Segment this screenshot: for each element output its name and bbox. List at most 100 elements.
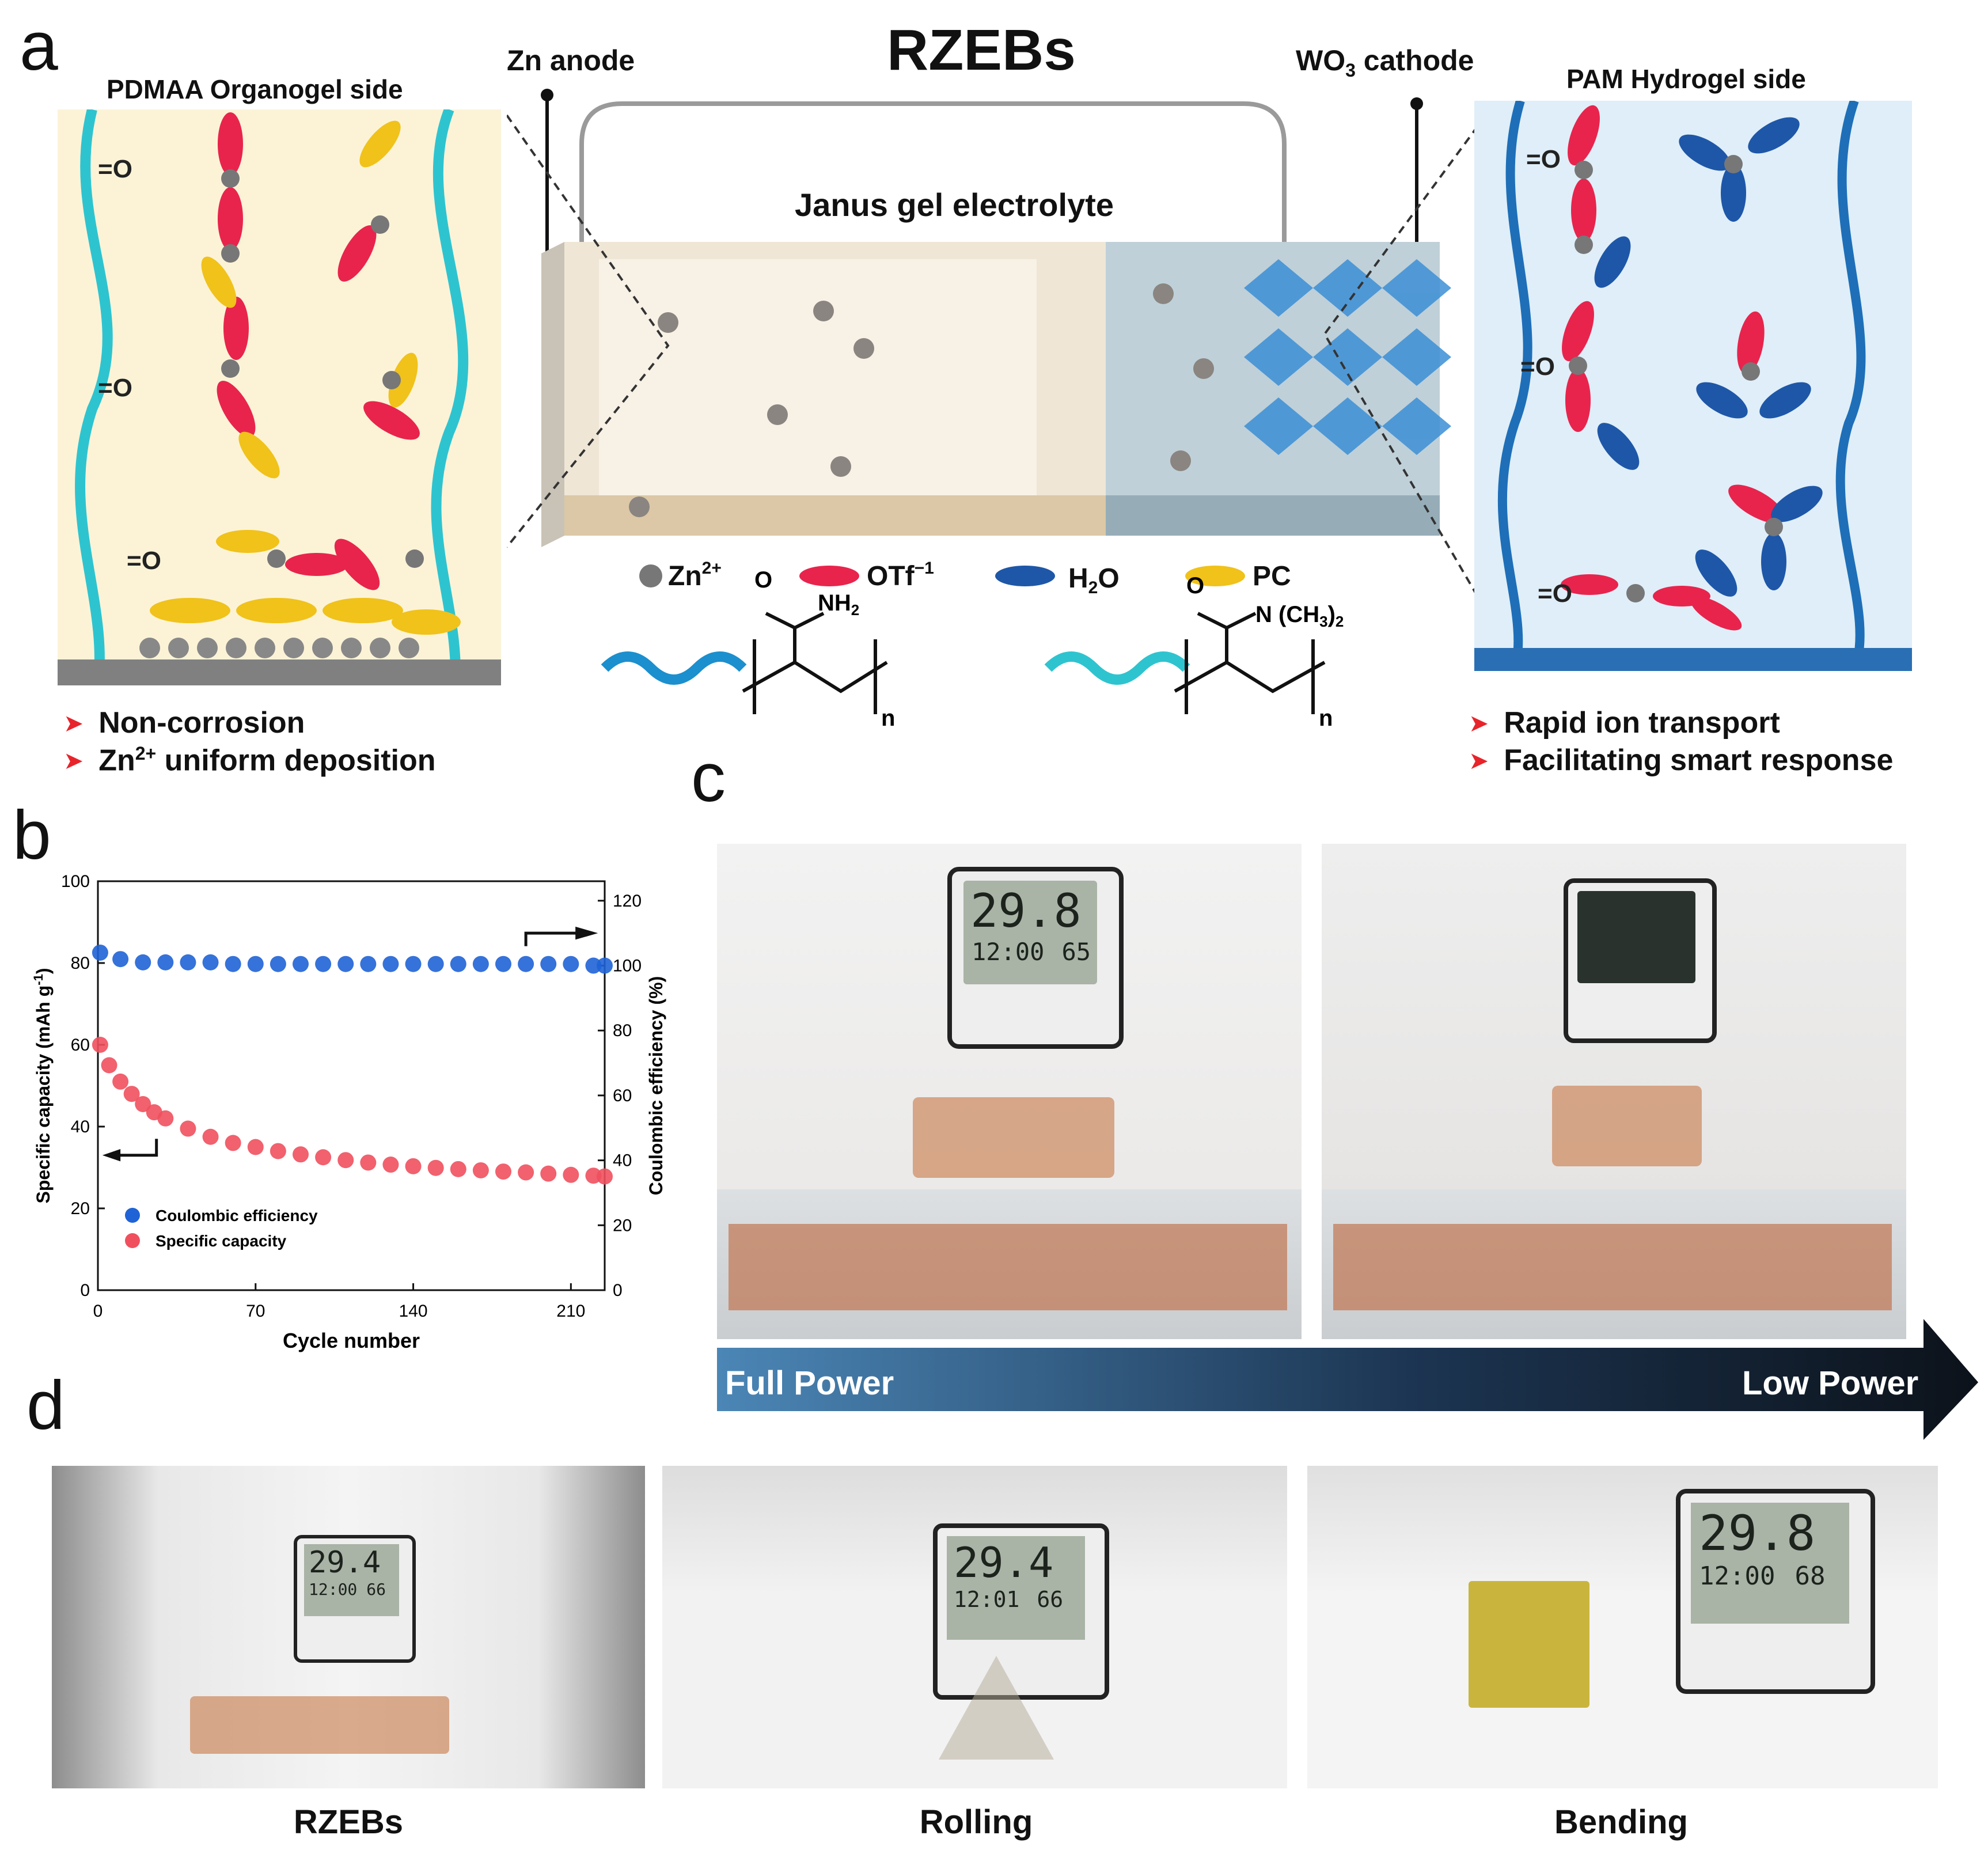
photo-rzebs: 29.4 12:00 66 xyxy=(52,1466,645,1788)
bullet-text: Zn2+ uniform deposition xyxy=(98,743,436,778)
panel-label-c: c xyxy=(691,739,726,816)
wo3-subscript: 3 xyxy=(1345,60,1356,81)
ce-point xyxy=(450,956,466,972)
pam-structure xyxy=(742,612,888,714)
capacity-point xyxy=(92,1037,108,1053)
caption-rzebs: RZEBs xyxy=(293,1803,404,1841)
pdmaa-o: O xyxy=(1186,573,1204,598)
x-axis-label: Cycle number xyxy=(283,1329,420,1352)
otf-legend-icon xyxy=(799,566,859,586)
capacity-point xyxy=(157,1110,174,1127)
ce-point xyxy=(315,956,332,972)
zn-legend-icon xyxy=(639,564,662,587)
lcd-humidity: 68 xyxy=(1794,1561,1826,1591)
janus-label: Janus gel electrolyte xyxy=(795,187,1114,223)
lcd-humidity: 65 xyxy=(1061,938,1091,966)
ce-point xyxy=(157,954,174,971)
y2-axis-label: Coulombic efficiency (%) xyxy=(646,976,666,1196)
y2-tick-label: 20 xyxy=(613,1216,632,1235)
ce-point xyxy=(382,956,399,972)
x-tick-label: 140 xyxy=(399,1302,428,1321)
panel-label-a: a xyxy=(20,7,58,85)
ce-point xyxy=(563,956,579,972)
capacity-point xyxy=(540,1165,557,1182)
capacity-point xyxy=(563,1166,579,1183)
hydrogel-illustration: =O =O =O xyxy=(1474,99,1912,673)
thermometer-device: 29.8 12:00 65 xyxy=(947,867,1124,1049)
panel-label-d: d xyxy=(26,1367,65,1444)
ce-point xyxy=(518,956,534,972)
photo-rolling: 29.4 12:01 66 xyxy=(662,1466,1287,1788)
capacity-point xyxy=(405,1158,422,1174)
ce-point xyxy=(92,944,108,961)
battery-illustration: Janus gel electrolyte Zn2+ OTf−1 H2O PC xyxy=(507,89,1486,731)
pam-o: O xyxy=(754,567,772,593)
ce-point xyxy=(405,956,422,972)
ce-point xyxy=(540,956,557,972)
bullet-text: Rapid ion transport xyxy=(1504,706,1780,740)
capacity-point xyxy=(360,1154,377,1171)
right-axis-arrow xyxy=(524,931,582,946)
bullet-rapid-transport: ➤ Rapid ion transport xyxy=(1469,706,1780,740)
legend-label: Coulombic efficiency xyxy=(155,1207,318,1225)
bond-o-4: =O xyxy=(1526,145,1561,173)
battery-module xyxy=(190,1696,449,1754)
pam-chain-icon xyxy=(601,651,747,685)
y-tick-label: 0 xyxy=(80,1281,90,1300)
low-power-label: Low Power xyxy=(1742,1364,1919,1402)
capacity-point xyxy=(270,1143,286,1159)
bullet-text: Facilitating smart response xyxy=(1504,744,1894,777)
left-axis-arrowhead xyxy=(102,1149,121,1162)
capacity-point xyxy=(225,1135,241,1151)
bond-o-3: =O xyxy=(127,547,161,575)
ce-point xyxy=(293,956,309,972)
pam-nh2: NH2 xyxy=(818,590,859,619)
capacity-point xyxy=(293,1146,309,1163)
bond-o-1: =O xyxy=(98,155,132,183)
lcd-time: 12:00 xyxy=(309,1580,358,1599)
lcd-time: 12:01 xyxy=(954,1587,1020,1612)
capacity-point xyxy=(427,1159,444,1176)
h2o-legend-icon xyxy=(995,566,1055,586)
y2-tick-label: 100 xyxy=(613,957,642,976)
capacity-point xyxy=(495,1163,511,1180)
hydrogel-panel: =O =O =O xyxy=(1474,99,1912,673)
capacity-point xyxy=(180,1120,196,1137)
y-tick-label: 100 xyxy=(61,872,90,891)
y2-tick-label: 120 xyxy=(613,892,642,911)
capacity-point xyxy=(450,1161,466,1177)
capacity-point xyxy=(112,1073,129,1090)
y2-tick-label: 60 xyxy=(613,1086,632,1105)
pc-legend-icon xyxy=(1185,566,1245,586)
pdmaa-n: n xyxy=(1319,706,1333,731)
ce-point xyxy=(247,956,264,972)
legend-zn: Zn2+ xyxy=(668,559,722,592)
caption-rolling: Rolling xyxy=(919,1803,1033,1841)
wo3-text: WO xyxy=(1296,44,1346,77)
capacity-point xyxy=(472,1162,489,1178)
lcd-temp: 29.8 xyxy=(1699,1505,1816,1561)
caption-bending: Bending xyxy=(1554,1803,1688,1841)
wo3-suffix: cathode xyxy=(1355,44,1474,77)
binder-clip xyxy=(1469,1581,1589,1708)
organogel-illustration: =O =O =O xyxy=(58,107,501,687)
thermometer-device: 29.8 12:00 68 xyxy=(1676,1489,1875,1694)
ce-point xyxy=(597,957,613,974)
y2-tick-label: 80 xyxy=(613,1021,632,1040)
capacity-point xyxy=(202,1128,219,1145)
bullet-text: Non-corrosion xyxy=(98,706,305,740)
pam-n: n xyxy=(881,706,895,731)
pdmaa-group: N (CH3)2 xyxy=(1255,602,1344,630)
photo-full-power: 29.8 12:00 65 xyxy=(717,844,1302,1339)
capacity-point xyxy=(518,1164,534,1181)
ce-point xyxy=(202,954,219,971)
lcd-temp: 29.4 xyxy=(954,1538,1054,1587)
ce-point xyxy=(180,954,196,971)
capacity-point xyxy=(315,1149,332,1166)
capacity-point xyxy=(247,1139,264,1155)
bullet-non-corrosion: ➤ Non-corrosion xyxy=(63,706,305,740)
bond-o-5: =O xyxy=(1520,352,1555,381)
y-tick-label: 40 xyxy=(71,1117,90,1136)
legend-h2o: H2O xyxy=(1068,563,1120,597)
photo-bending: 29.8 12:00 68 xyxy=(1307,1466,1938,1788)
